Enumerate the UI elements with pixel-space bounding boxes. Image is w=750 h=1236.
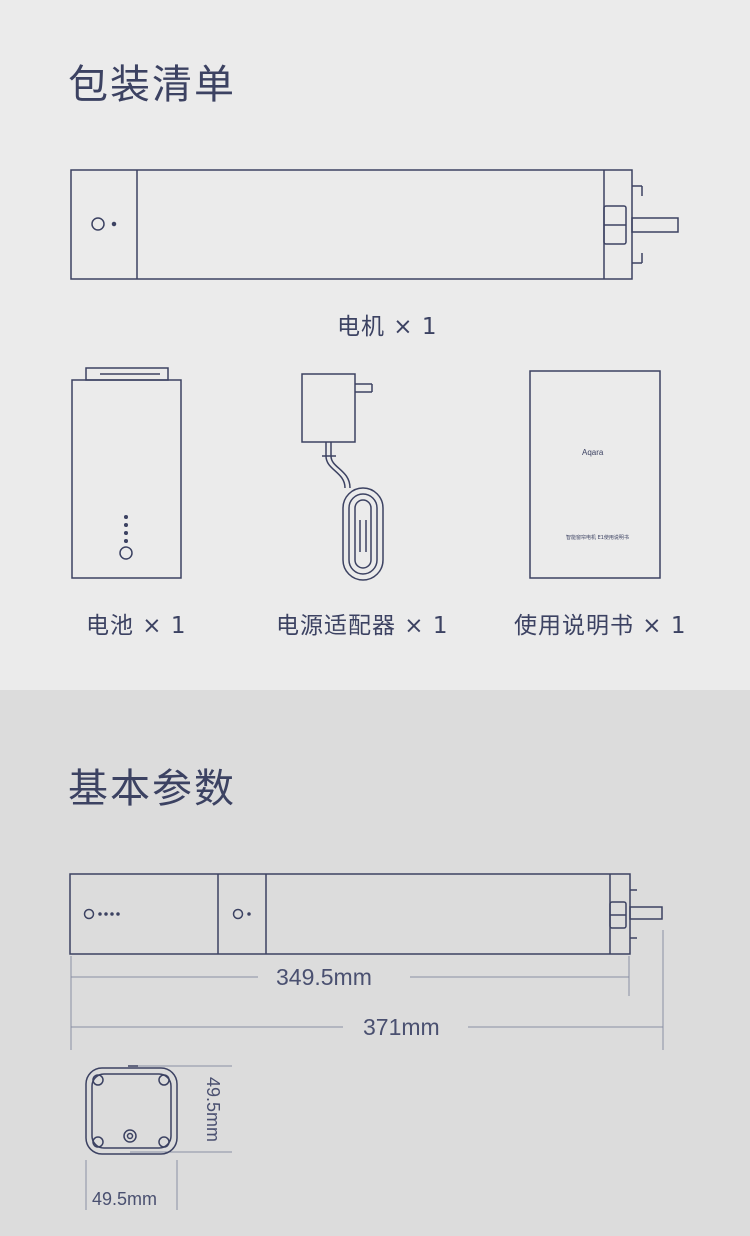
package-section: 包装清单 xyxy=(0,0,750,690)
adapter-caption: 电源适配器 × 1 xyxy=(276,613,449,639)
manual-illustration xyxy=(529,370,661,579)
length-total-label: 371mm xyxy=(363,1014,440,1040)
manual-caption: 使用说明书 × 1 xyxy=(514,613,687,639)
specs-section: 基本参数 xyxy=(0,690,750,1236)
motor-end-view xyxy=(85,1065,178,1155)
motor-caption: 电机 × 1 xyxy=(337,314,438,340)
specs-title: 基本参数 xyxy=(68,766,236,812)
spec-drawings xyxy=(69,873,664,1210)
battery-caption: 电池 × 1 xyxy=(86,613,187,639)
manual-brand-label: Aqara xyxy=(582,448,604,457)
battery-illustration xyxy=(71,367,182,579)
length-body-label: 349.5mm xyxy=(276,964,372,990)
manual-cover-title: 智能窗帘电机 E1使用说明书 xyxy=(566,535,629,541)
height-label: 49.5mm xyxy=(203,1076,224,1143)
adapter-illustration xyxy=(301,373,384,581)
package-title: 包装清单 xyxy=(68,62,236,108)
motor-assembly-illustration xyxy=(69,873,663,955)
package-drawings xyxy=(70,169,679,581)
width-label: 49.5mm xyxy=(92,1189,158,1209)
motor-illustration xyxy=(70,169,679,280)
